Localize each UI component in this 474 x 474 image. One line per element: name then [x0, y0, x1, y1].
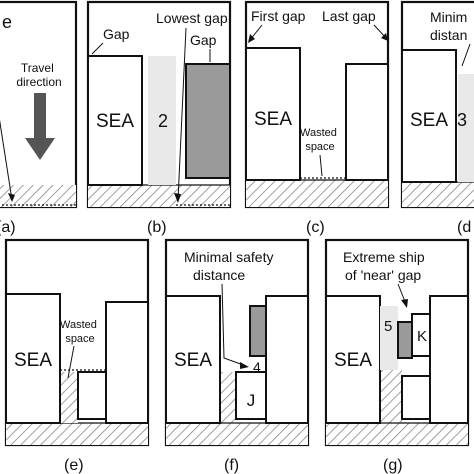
panel-a-leader-head [8, 193, 15, 202]
panel-a-leader [0, 119, 13, 201]
panel-b: SEA 2 Lowest gap Gap Gap (b) [86, 0, 232, 236]
panel-b-ghost-label: 2 [158, 111, 168, 131]
panel-b-gap-right: Gap [190, 32, 217, 48]
panel-a-top-label: e [2, 12, 12, 32]
panel-d-minimal-label: Minim distan [430, 9, 471, 43]
panel-g-floor [326, 423, 468, 445]
panel-b-ghost-ship [148, 56, 176, 185]
panel-a-floor [0, 185, 76, 207]
panel-g-ship-k-label: K [417, 328, 427, 345]
panel-f-dark-ship [249, 305, 267, 357]
panel-e-caption: (e) [64, 457, 84, 474]
panel-e-small-ship [77, 371, 107, 420]
panel-e-wasted-area [60, 372, 78, 423]
panel-e-leader [67, 345, 75, 379]
panel-d-caption: (d [457, 219, 471, 236]
panel-c-leader-first-head [248, 34, 255, 43]
panel-a: e Travel direction (a) [0, 0, 78, 236]
panel-g-caption: (g) [383, 457, 403, 474]
panel-e-wasted-space: Wasted space [60, 319, 100, 345]
panel-g-dark-ship [397, 321, 413, 359]
panel-d-sea-ship [401, 49, 457, 183]
panel-b-gap-left: Gap [103, 26, 130, 42]
panel-b-lowest-gap: Lowest gap [156, 10, 228, 26]
panel-b-sea-ship [87, 55, 143, 186]
panel-f-wasted-area [220, 372, 236, 423]
panel-c-last-gap: Last gap [322, 8, 376, 24]
panel-c-caption: (c) [306, 219, 325, 236]
panel-f-sea-label: SEA [174, 350, 212, 371]
panel-d-floor [402, 182, 474, 207]
panel-c-leader-wasted [319, 154, 323, 177]
panel-f-caption: (f) [224, 457, 239, 474]
panel-a-caption: (a) [0, 219, 16, 236]
panel-f-ship-j [235, 371, 267, 420]
panel-e-sea-label: SEA [14, 350, 52, 371]
panel-c-wasted-space: Wasted space [300, 127, 340, 153]
panel-f-ghost-label: 4 [253, 359, 261, 375]
panel-g-ghost-ship [380, 306, 398, 370]
panel-d: SEA 3 Minim distan (d [400, 0, 474, 236]
panel-c: SEA First gap Last gap Wasted space (c) [244, 0, 390, 236]
panel-d-ghost-label: 3 [457, 110, 467, 130]
panel-a-travel-label: Travel direction [16, 61, 61, 89]
panel-e-right-ship [105, 301, 149, 424]
panel-g: SEA 5 K Extreme ship of 'near' gap (g) [324, 238, 470, 474]
panel-d-sea-label: SEA [410, 110, 448, 131]
panel-b-sea-label: SEA [96, 111, 134, 132]
panel-f-safety-label: Minimal safety distance [184, 249, 277, 283]
panel-b-caption: (b) [147, 219, 167, 236]
panel-g-right-ship [429, 295, 469, 424]
panel-b-floor [88, 185, 230, 207]
panel-g-sea-ship [325, 295, 381, 424]
panel-d-ghost-ship [458, 74, 474, 182]
panel-g-sea-label: SEA [334, 350, 372, 371]
panel-g-ghost-label: 5 [384, 318, 392, 335]
panel-g-small-ship [401, 375, 431, 420]
panel-c-first-gap: First gap [251, 8, 306, 24]
panel-d-leader [461, 43, 471, 67]
panel-f-sea-ship [165, 295, 221, 424]
panel-f-right-ship [265, 295, 309, 424]
panel-c-floor [246, 180, 388, 207]
panel-f-leader [221, 283, 247, 367]
panel-g-leader-head [401, 299, 408, 308]
panel-f: SEA J 4 Minimal safety distance (f) [164, 238, 310, 474]
panel-b-leader-head [174, 193, 181, 203]
panel-b-leader-lowest [177, 27, 187, 201]
panel-g-wasted-area [380, 370, 402, 423]
panel-c-leader-last-head [381, 33, 388, 41]
travel-direction-arrow [25, 93, 55, 160]
panel-e-sea-ship [5, 293, 61, 424]
panel-c-sea-ship [245, 47, 301, 181]
panel-c-sea-label: SEA [254, 109, 292, 130]
panel-e-floor [6, 423, 148, 445]
panel-f-floor [166, 423, 308, 445]
panel-f-leader-head [240, 362, 249, 369]
panel-f-ship-j-label: J [247, 391, 256, 410]
panel-e: SEA Wasted space (e) [4, 238, 150, 474]
panel-c-right-ship [345, 63, 389, 181]
panel-b-dark-ship [185, 63, 231, 179]
panel-b-leader-left [91, 42, 104, 55]
panel-g-extreme-label: Extreme ship of 'near' gap [343, 249, 429, 283]
